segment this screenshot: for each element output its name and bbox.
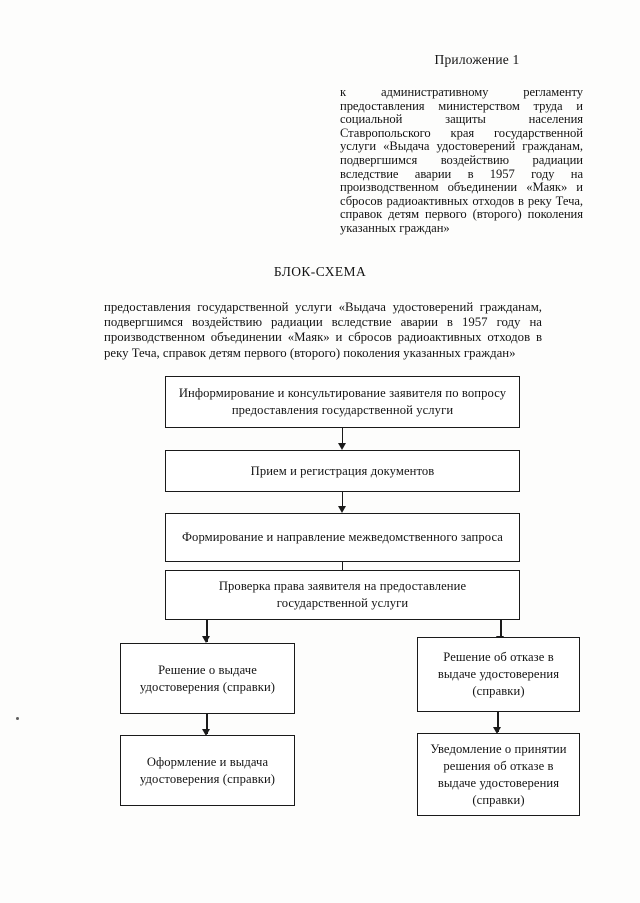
arrowhead-n6-n8 [493,727,501,734]
flow-node-label: Оформление и выдача удостоверения (справ… [139,754,276,786]
connector-n5-n7 [206,714,208,734]
flow-node-rights-check: Проверка права заявителя на предоставлен… [165,570,520,620]
flow-node-informing: Информирование и консультирование заявит… [165,376,520,428]
connector-n4-n5 [206,620,208,642]
flow-node-label: Уведомление о принятии решения об отказе… [430,741,567,807]
scheme-subtitle: предоставления государственной услуги «В… [104,300,542,360]
arrowhead-n5-n7 [202,729,210,736]
flow-node-refusal-notice: Уведомление о принятии решения об отказе… [417,733,580,816]
appendix-reference-text: к административному регламенту предостав… [340,85,583,235]
flow-node-decision-issue: Решение о выдаче удостоверения (справки) [120,643,295,714]
flow-node-label: Прием и регистрация документов [250,463,435,478]
flow-node-label: Информирование и консультирование заявит… [178,386,507,417]
connector-n4-n6 [500,620,502,642]
flow-node-label: Решение о выдаче удостоверения (справки) [139,662,276,694]
arrowhead-n1-n2 [337,443,346,450]
flow-node-decision-refusal: Решение об отказе в выдаче удостоверения… [417,637,580,712]
flow-node-issue-certificate: Оформление и выдача удостоверения (справ… [120,735,295,806]
connector-n1-n2 [341,428,344,447]
arrowhead-n4-n5 [202,636,210,643]
arrowhead-n2-n3 [337,506,346,513]
flow-node-label: Решение об отказе в выдаче удостоверения… [437,650,560,698]
flow-node-interagency-request: Формирование и направление межведомствен… [165,513,520,562]
connector-n2-n3 [341,492,344,510]
connector-n6-n8 [497,712,499,732]
flow-node-label: Проверка права заявителя на предоставлен… [218,579,467,610]
appendix-title: Приложение 1 [434,52,520,67]
flow-node-registration: Прием и регистрация документов [165,450,520,492]
scan-speck [16,717,19,720]
page-title: БЛОК-СХЕМА [273,264,367,279]
flow-node-label: Формирование и направление межведомствен… [182,530,503,544]
